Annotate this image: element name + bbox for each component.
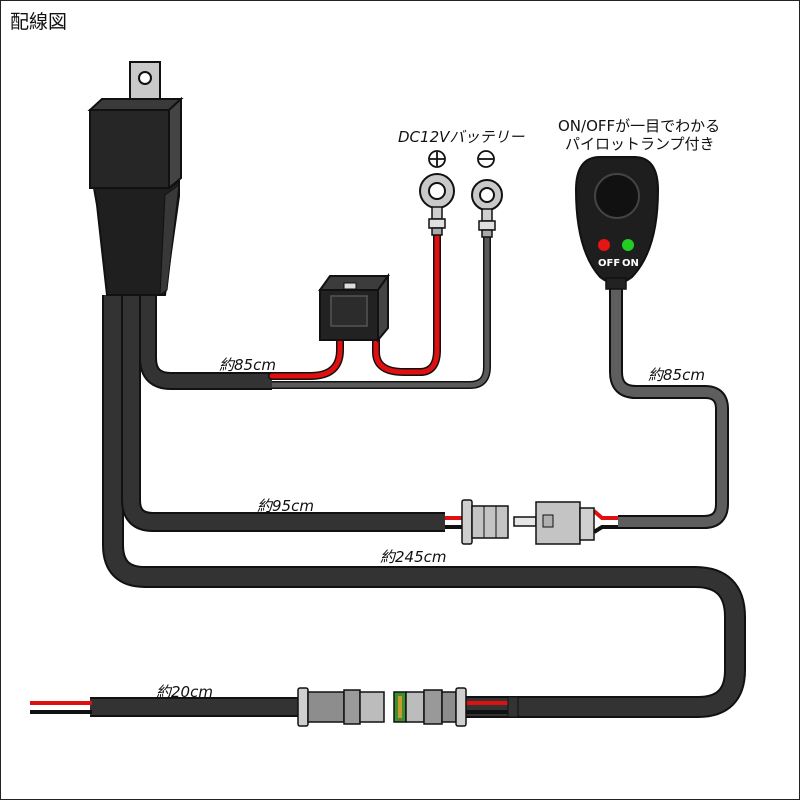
minus-symbol-icon — [477, 150, 495, 168]
connector-icon — [535, 501, 595, 545]
plus-symbol-icon — [428, 150, 446, 168]
diagram-title: 配線図 — [10, 11, 68, 33]
switch-on-label: ON — [622, 258, 639, 269]
battery-cable-length: 約85cm — [219, 356, 276, 374]
ring-terminal-icon — [419, 173, 455, 236]
off-led-icon — [598, 239, 610, 251]
light-lead-length: 約20cm — [156, 683, 213, 701]
switch-caption-line1: ON/OFFが一目でわかる — [558, 117, 721, 135]
ring-terminal-icon — [471, 179, 503, 238]
switch-caption-line2: パイロットランプ付き — [565, 135, 715, 153]
switch-link-length: 約95cm — [257, 497, 314, 515]
switch-icon — [574, 156, 660, 290]
connector-icon — [297, 687, 385, 727]
relay-icon — [87, 61, 184, 297]
battery-label: DC12Vバッテリー — [398, 128, 525, 146]
connector-icon — [393, 687, 467, 727]
switch-link-cable — [121, 295, 445, 532]
fuse-holder-icon — [318, 272, 390, 343]
main-cable-length: 約245cm — [380, 548, 447, 566]
switch-cable-length: 約85cm — [648, 366, 705, 384]
on-led-icon — [622, 239, 634, 251]
connector-icon — [461, 499, 537, 545]
switch-cable — [609, 287, 729, 529]
switch-off-label: OFF — [598, 258, 621, 269]
main-cable — [102, 295, 746, 718]
